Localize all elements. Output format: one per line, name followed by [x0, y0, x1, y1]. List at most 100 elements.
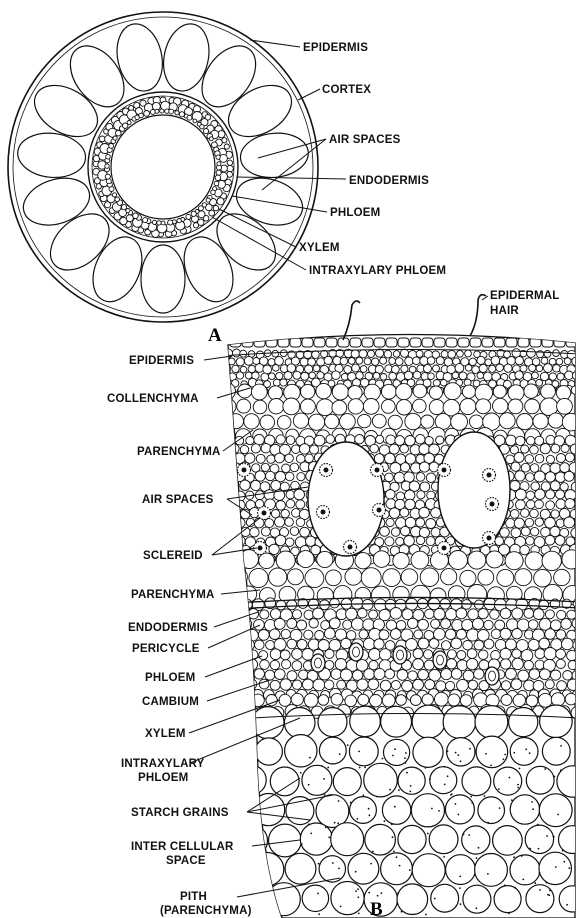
starch-grain: [509, 777, 511, 779]
vascular-cell: [161, 221, 165, 225]
cell: [220, 552, 237, 569]
cell: [215, 694, 227, 706]
cell: [556, 649, 566, 659]
cell: [331, 882, 364, 915]
cell: [397, 670, 408, 681]
cell: [220, 528, 228, 536]
cell: [557, 398, 573, 414]
vascular-cell: [216, 170, 221, 175]
cell: [216, 350, 224, 358]
cell: [221, 706, 252, 737]
cell: [304, 630, 313, 639]
vascular-cell: [177, 219, 181, 223]
starch-grain: [362, 794, 364, 796]
cell: [415, 434, 425, 444]
cell: [526, 473, 535, 482]
cell: [413, 399, 427, 413]
cell: [457, 350, 464, 357]
starch-grain: [458, 814, 460, 816]
cell: [546, 501, 555, 510]
cell: [350, 797, 377, 824]
cell: [551, 670, 561, 680]
cell: [226, 519, 235, 528]
cell: [530, 509, 539, 518]
starch-grain: [517, 787, 519, 789]
cell: [413, 679, 424, 690]
cell: [230, 598, 242, 610]
cell: [448, 350, 456, 358]
cell: [231, 508, 241, 518]
starch-grain: [537, 824, 539, 826]
cell: [535, 518, 543, 526]
sclereid-core: [442, 468, 447, 473]
starch-grain: [350, 802, 352, 804]
cell: [539, 852, 571, 884]
starch-grain: [513, 752, 515, 754]
phloem-bundle: [433, 651, 447, 669]
cell: [269, 399, 284, 414]
starch-grain: [549, 890, 551, 892]
cell: [270, 609, 280, 619]
cell: [238, 659, 248, 669]
cell: [300, 399, 315, 414]
cell: [472, 366, 480, 374]
cell: [230, 481, 239, 490]
starch-grain: [338, 868, 340, 870]
cell: [509, 708, 538, 737]
cell: [380, 527, 390, 537]
cell: [562, 638, 574, 650]
epidermis-cell: [302, 338, 313, 347]
cell: [402, 680, 413, 691]
cell: [510, 795, 539, 824]
cell: [297, 551, 314, 568]
cell: [229, 414, 244, 429]
cell: [324, 628, 335, 639]
starch-grain: [404, 757, 406, 759]
cell: [429, 639, 439, 649]
cell: [467, 629, 479, 641]
cell: [397, 884, 428, 915]
cell: [446, 659, 456, 669]
cell: [225, 555, 234, 564]
cell: [281, 509, 289, 517]
cell: [296, 500, 305, 509]
cell: [217, 380, 224, 387]
cell: [418, 619, 429, 630]
starch-grain: [308, 823, 310, 825]
cell: [276, 600, 286, 610]
cell: [318, 708, 347, 737]
label-b-parenchyma-lower: PARENCHYMA: [131, 589, 215, 601]
starch-grain: [393, 851, 395, 853]
cell: [445, 629, 455, 639]
starch-grain: [444, 766, 446, 768]
starch-grain: [377, 895, 379, 897]
cell: [424, 650, 433, 659]
epidermis-cell: [230, 338, 241, 347]
cell: [556, 630, 566, 640]
epidermis-cell: [470, 338, 481, 347]
cell: [433, 380, 440, 387]
label-a-phloem: PHLOEM: [330, 207, 380, 219]
cell: [290, 463, 299, 472]
cell: [401, 526, 410, 535]
cell: [219, 586, 239, 606]
starch-grain: [339, 753, 341, 755]
cell: [226, 607, 238, 619]
cell: [426, 519, 436, 529]
cell: [380, 374, 387, 381]
cell: [302, 765, 332, 795]
starch-grain: [499, 807, 501, 809]
starch-grain: [325, 826, 327, 828]
cell: [385, 453, 396, 464]
starch-grain: [468, 834, 470, 836]
cell: [542, 737, 570, 765]
cell: [352, 364, 360, 372]
cell: [448, 694, 460, 706]
cell: [457, 651, 466, 660]
cell: [220, 445, 229, 454]
cell: [329, 618, 340, 629]
starch-grain: [447, 775, 449, 777]
panel-a-pith: [111, 115, 215, 219]
cell: [214, 680, 225, 691]
starch-grain: [546, 835, 548, 837]
